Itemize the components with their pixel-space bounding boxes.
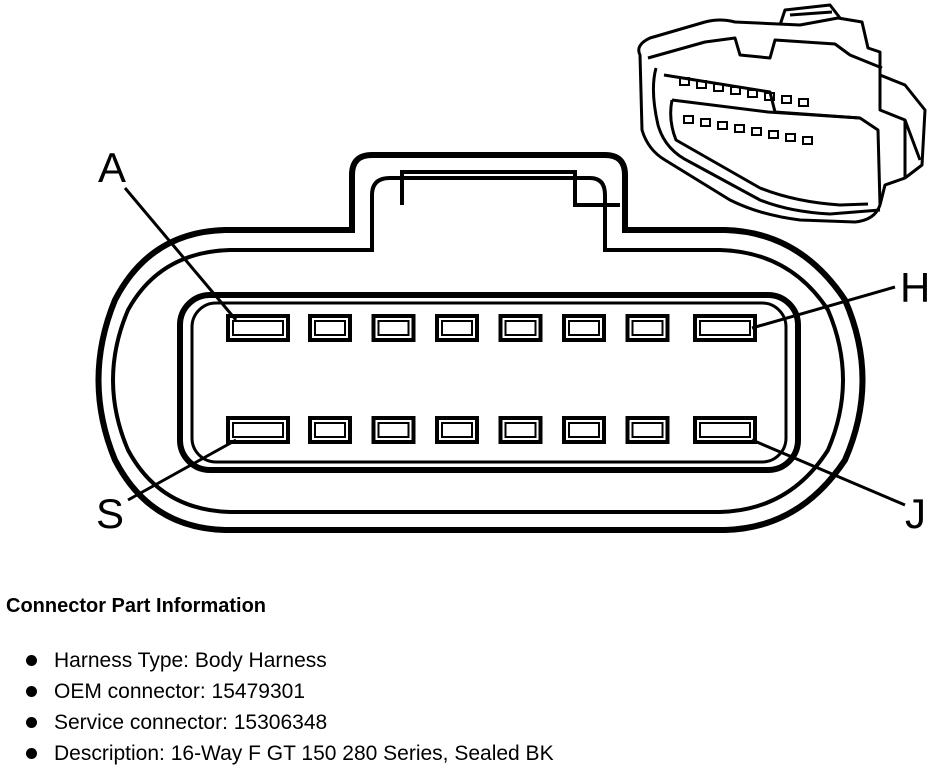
top-row-pin-8-inner	[699, 320, 751, 336]
bullet-icon	[26, 717, 37, 728]
leader-line-a	[123, 187, 238, 321]
pin-label-a: A	[98, 144, 126, 191]
mini-pin	[679, 77, 690, 86]
bottom-row-pin-3	[371, 416, 416, 444]
top-row-pin-1-inner	[232, 320, 284, 336]
leader-line-s	[127, 438, 237, 502]
bottom-row-pin-2-inner	[314, 422, 346, 438]
top-row-pin-4	[435, 314, 479, 342]
mini-pin	[781, 95, 792, 104]
top-row-pin-5-inner	[504, 320, 537, 336]
top-row-pin-6-inner	[568, 320, 600, 336]
list-item: OEM connector: 15479301	[6, 676, 936, 707]
bottom-row-pin-6-inner	[568, 422, 600, 438]
bottom-row-pin-7-inner	[631, 422, 664, 438]
bottom-row-pin-5	[498, 416, 543, 444]
top-row-pin-4-inner	[441, 320, 473, 336]
mini-pin	[717, 121, 728, 130]
bottom-row-pin-8-inner	[699, 422, 751, 438]
mini-pin	[683, 115, 694, 124]
mini-pin	[764, 92, 775, 101]
info-list: Harness Type: Body Harness OEM connector…	[6, 645, 936, 769]
bottom-row-pin-2	[308, 416, 352, 444]
connector-part-information: Connector Part Information Harness Type:…	[6, 592, 936, 769]
connector-3d-illustration	[637, 3, 927, 224]
top-row-pin-3	[371, 314, 416, 342]
top-row-pin-6	[562, 314, 606, 342]
bottom-row-pin-6	[562, 416, 606, 444]
bottom-row-pin-1-inner	[232, 422, 284, 438]
bullet-icon	[26, 686, 37, 697]
connector-key	[400, 170, 620, 207]
top-row-pin-2-inner	[314, 320, 346, 336]
top-row-pin-1	[226, 314, 290, 342]
mini-pin	[713, 83, 724, 92]
mini-pin	[785, 133, 796, 142]
bottom-row-pin-5-inner	[504, 422, 537, 438]
mini-pin	[751, 127, 762, 136]
info-harness-type: Harness Type: Body Harness	[54, 649, 327, 672]
mini-pin	[734, 124, 745, 133]
connector-diagram: A H S J	[95, 3, 930, 537]
top-row-pin-8	[693, 314, 757, 342]
bottom-row-pin-1	[226, 416, 290, 444]
bottom-row-pin-3-inner	[377, 422, 410, 438]
leader-line-j	[751, 438, 906, 507]
pin-row-bottom	[226, 416, 757, 444]
top-row-pin-7-inner	[631, 320, 664, 336]
mini-pin	[730, 86, 741, 95]
mini-pin	[696, 80, 707, 89]
info-oem-connector: OEM connector: 15479301	[54, 680, 305, 703]
connector-housing-outer	[95, 152, 866, 533]
list-item: Service connector: 15306348	[6, 707, 936, 738]
pin-label-h: H	[900, 264, 930, 311]
mini-pin	[798, 98, 809, 107]
list-item: Description: 16-Way F GT 150 280 Series,…	[6, 738, 936, 769]
top-row-pin-5	[498, 314, 543, 342]
pin-label-s: S	[96, 490, 124, 537]
pin-cavity-frame-inner	[190, 301, 788, 464]
mini-pin	[747, 89, 758, 98]
leader-line-h	[751, 285, 896, 330]
mini-pin	[700, 118, 711, 127]
bottom-row-pin-4-inner	[441, 422, 473, 438]
connector-3d-pins	[679, 77, 813, 145]
bullet-icon	[26, 655, 37, 666]
bottom-row-pin-7	[625, 416, 670, 444]
pin-label-j: J	[905, 490, 926, 537]
top-row-pin-2	[308, 314, 352, 342]
mini-pin	[802, 136, 813, 145]
bottom-row-pin-8	[693, 416, 757, 444]
top-row-pin-3-inner	[377, 320, 410, 336]
info-service-connector: Service connector: 15306348	[54, 711, 328, 734]
mini-pin	[768, 130, 779, 139]
connector-housing-inner	[111, 176, 845, 514]
info-description: Description: 16-Way F GT 150 280 Series,…	[54, 742, 554, 765]
pin-row-top	[226, 314, 757, 342]
top-row-pin-7	[625, 314, 670, 342]
bullet-icon	[26, 748, 37, 759]
bottom-row-pin-4	[435, 416, 479, 444]
info-title: Connector Part Information	[6, 595, 267, 617]
pin-cavity-frame	[177, 292, 801, 473]
list-item: Harness Type: Body Harness	[6, 645, 936, 676]
